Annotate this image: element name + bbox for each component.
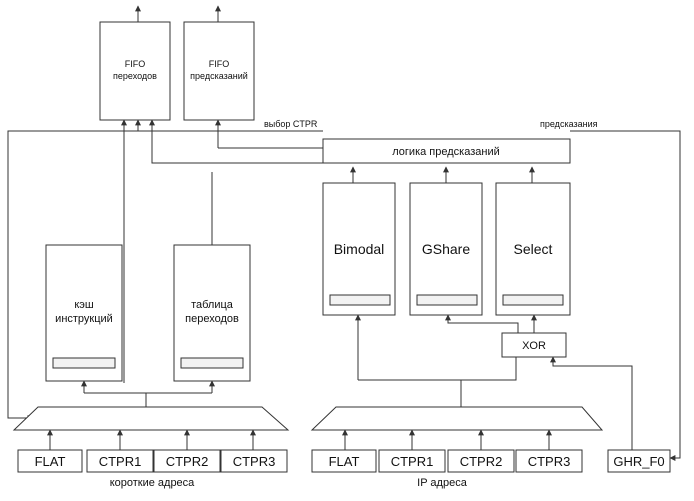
bimodal-predictor: Bimodal	[322, 182, 396, 316]
fifo-predictions-block: FIFO предсказаний	[183, 21, 255, 121]
wires	[7, 5, 681, 461]
right-register-flat: FLAT	[329, 454, 360, 469]
select-label: Select	[514, 241, 553, 257]
fifo-branches-label-1: FIFO	[125, 59, 146, 69]
instruction-cache-label-1: кэш	[74, 299, 94, 311]
branch-table-block: таблица переходов	[173, 244, 251, 382]
fifo-branches-block: FIFO переходов	[99, 21, 171, 121]
gshare-table-bar	[416, 294, 478, 306]
ctpr-select-signal-label: выбор CTPR	[264, 119, 318, 129]
xor-label: XOR	[522, 340, 546, 352]
right-address-mux	[310, 406, 604, 431]
fifo-predictions-label-2: предсказаний	[190, 71, 248, 81]
bimodal-table-bar	[329, 294, 391, 306]
instruction-cache-bar	[52, 357, 116, 369]
ghr-label: GHR_F0	[613, 454, 664, 469]
branch-table-bar	[180, 357, 244, 369]
select-table-bar	[502, 294, 564, 306]
ip-addresses-caption: IP адреса	[417, 477, 468, 489]
left-register-ctpr1: CTPR1	[99, 454, 142, 469]
ghr-register: GHR_F0	[607, 449, 671, 473]
left-register-ctpr2: CTPR2	[166, 454, 209, 469]
gshare-label: GShare	[422, 241, 470, 257]
left-registers: FLAT CTPR1 CTPR2 CTPR3	[17, 449, 288, 473]
left-address-mux	[12, 406, 290, 431]
fifo-predictions-label-1: FIFO	[209, 59, 230, 69]
right-register-ctpr2: CTPR2	[460, 454, 503, 469]
instruction-cache-label-2: инструкций	[55, 313, 113, 325]
prediction-logic-block: логика предсказаний	[322, 138, 571, 164]
prediction-logic-label: логика предсказаний	[392, 146, 500, 158]
left-register-ctpr3: CTPR3	[233, 454, 276, 469]
xor-block: XOR	[501, 332, 567, 358]
instruction-cache-block: кэш инструкций	[45, 244, 123, 382]
fifo-branches-label-2: переходов	[113, 71, 157, 81]
branch-table-label-2: переходов	[185, 313, 239, 325]
select-predictor: Select	[495, 182, 571, 316]
right-registers: FLAT CTPR1 CTPR2 CTPR3	[311, 449, 583, 473]
short-addresses-caption: короткие адреса	[110, 477, 195, 489]
bimodal-label: Bimodal	[334, 241, 385, 257]
right-register-ctpr1: CTPR1	[391, 454, 434, 469]
branch-table-label-1: таблица	[191, 299, 234, 311]
gshare-predictor: GShare	[409, 182, 483, 316]
right-register-ctpr3: CTPR3	[528, 454, 571, 469]
left-register-flat: FLAT	[35, 454, 66, 469]
predictions-signal-label: предсказания	[540, 119, 598, 129]
